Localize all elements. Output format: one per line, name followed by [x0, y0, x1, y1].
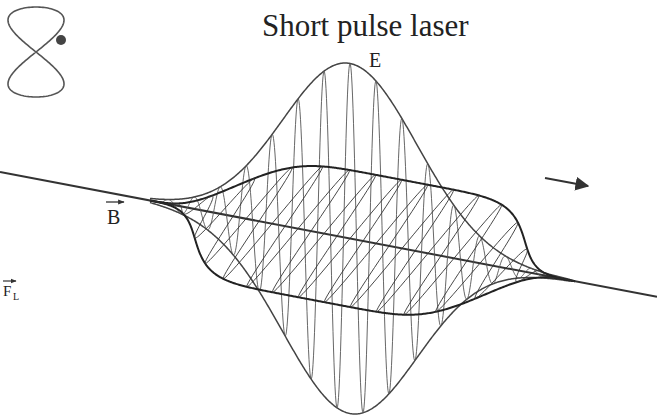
- electron-trajectory: [8, 7, 66, 97]
- b-field-envelope: [150, 201, 575, 315]
- electron-dot: [56, 35, 66, 45]
- field-label: F: [2, 284, 12, 299]
- vector-arrow: [3, 280, 16, 281]
- b-field-oscillation: [150, 166, 575, 314]
- e-field-oscillation: [160, 64, 560, 413]
- field-label: B: [106, 207, 121, 227]
- title: Short pulse laser: [262, 10, 469, 41]
- propagation-arrow: [545, 178, 588, 186]
- vector-arrow: [106, 201, 124, 202]
- field-label: L: [12, 292, 20, 302]
- pulse-fields: [0, 63, 657, 414]
- field-label: E: [368, 50, 382, 70]
- figure-eight-path: [8, 7, 64, 97]
